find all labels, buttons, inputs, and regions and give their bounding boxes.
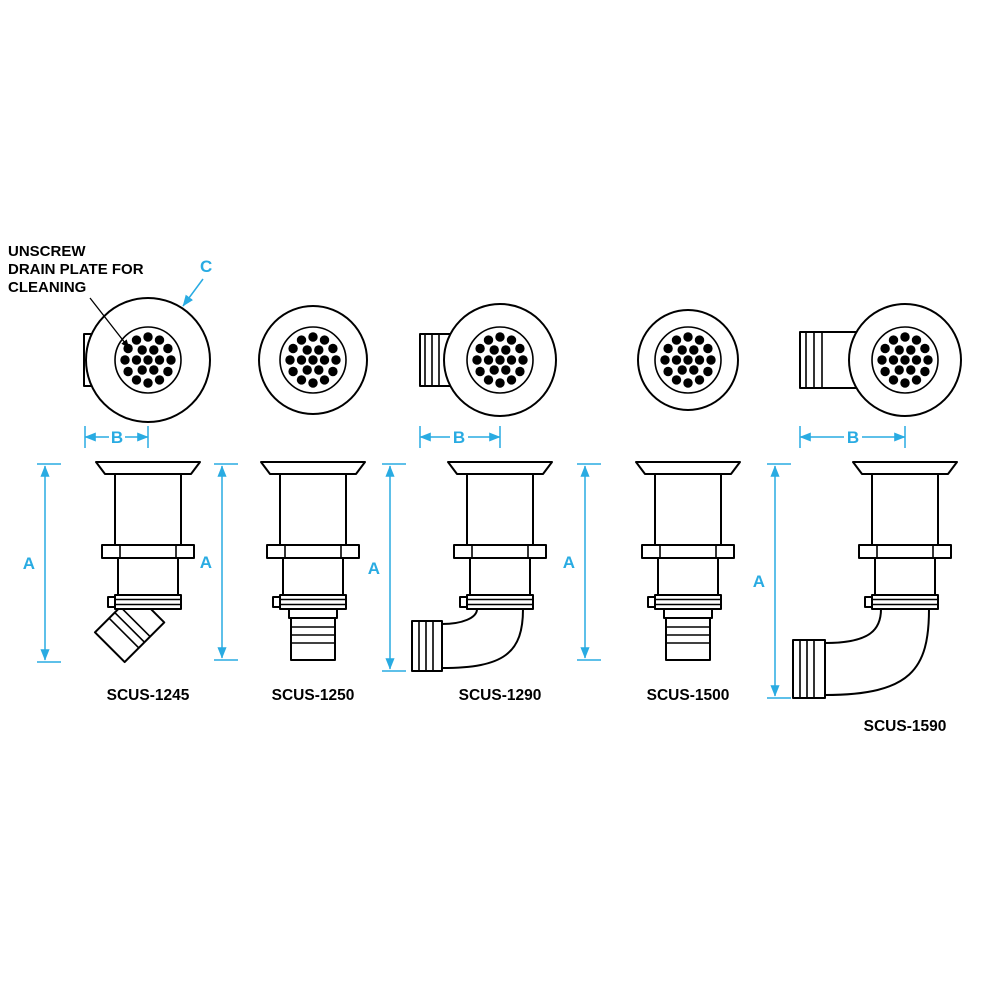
dim-A-label: A xyxy=(368,559,380,578)
dim-C-arrow xyxy=(182,278,204,307)
side-view-scus-1290 xyxy=(411,461,553,672)
straight-barb-outlet xyxy=(288,606,338,661)
side-view-scus-1250 xyxy=(260,461,366,661)
cleaning-note: UNSCREW DRAIN PLATE FOR CLEANING xyxy=(8,243,144,349)
dim-A-label: A xyxy=(563,553,575,572)
product-label-scus-1250: SCUS-1250 xyxy=(272,687,355,704)
dim-B-scus-1245: B xyxy=(84,426,149,448)
drain-plate xyxy=(114,326,182,394)
scupper-body xyxy=(635,461,741,610)
drain-plate xyxy=(654,326,722,394)
dim-A-label: A xyxy=(23,554,35,573)
side-view-scus-1245 xyxy=(93,461,201,664)
drain-plate xyxy=(466,326,534,394)
side-view-scus-1590 xyxy=(792,461,958,699)
note-leader-line xyxy=(89,297,130,349)
product-label-scus-1245: SCUS-1245 xyxy=(107,687,190,704)
top-view-scus-1590 xyxy=(799,303,962,417)
dim-A-scus-1250: A xyxy=(200,463,238,661)
dim-A-scus-1245: A xyxy=(23,463,61,663)
product-label-scus-1290: SCUS-1290 xyxy=(459,687,542,704)
drain-plate xyxy=(279,326,347,394)
straight-barb-outlet xyxy=(663,606,713,661)
scupper-body xyxy=(260,461,366,610)
dim-C: C xyxy=(182,257,212,307)
dim-A-label: A xyxy=(200,553,212,572)
dim-B-label: B xyxy=(453,428,465,447)
elbow-90-outlet xyxy=(411,608,524,672)
top-view-scus-1500 xyxy=(637,309,739,411)
drain-plate xyxy=(871,326,939,394)
note-line-1: UNSCREW xyxy=(8,243,86,260)
note-line-3: CLEANING xyxy=(8,279,86,296)
elbow-90-sweep-outlet xyxy=(792,608,930,699)
scupper-body xyxy=(852,461,958,610)
dim-B-scus-1290: B xyxy=(419,426,501,448)
top-view-scus-1245 xyxy=(83,297,211,423)
product-label-scus-1500: SCUS-1500 xyxy=(647,687,730,704)
dim-A-scus-1500: A xyxy=(563,463,601,661)
side-view-scus-1500 xyxy=(635,461,741,661)
top-view-scus-1290 xyxy=(419,303,557,417)
dim-A-scus-1290: A xyxy=(368,463,406,672)
scupper-body xyxy=(95,461,201,610)
top-view-scus-1250 xyxy=(258,305,368,415)
dim-B-label: B xyxy=(111,428,123,447)
dim-B-scus-1590: B xyxy=(799,426,906,448)
dim-C-label: C xyxy=(200,257,212,276)
dim-A-label: A xyxy=(753,572,765,591)
dim-B-label: B xyxy=(847,428,859,447)
product-label-scus-1590: SCUS-1590 xyxy=(864,718,947,735)
scupper-body xyxy=(447,461,553,610)
dim-A-scus-1590: A xyxy=(753,463,791,699)
note-line-2: DRAIN PLATE FOR xyxy=(8,261,144,278)
